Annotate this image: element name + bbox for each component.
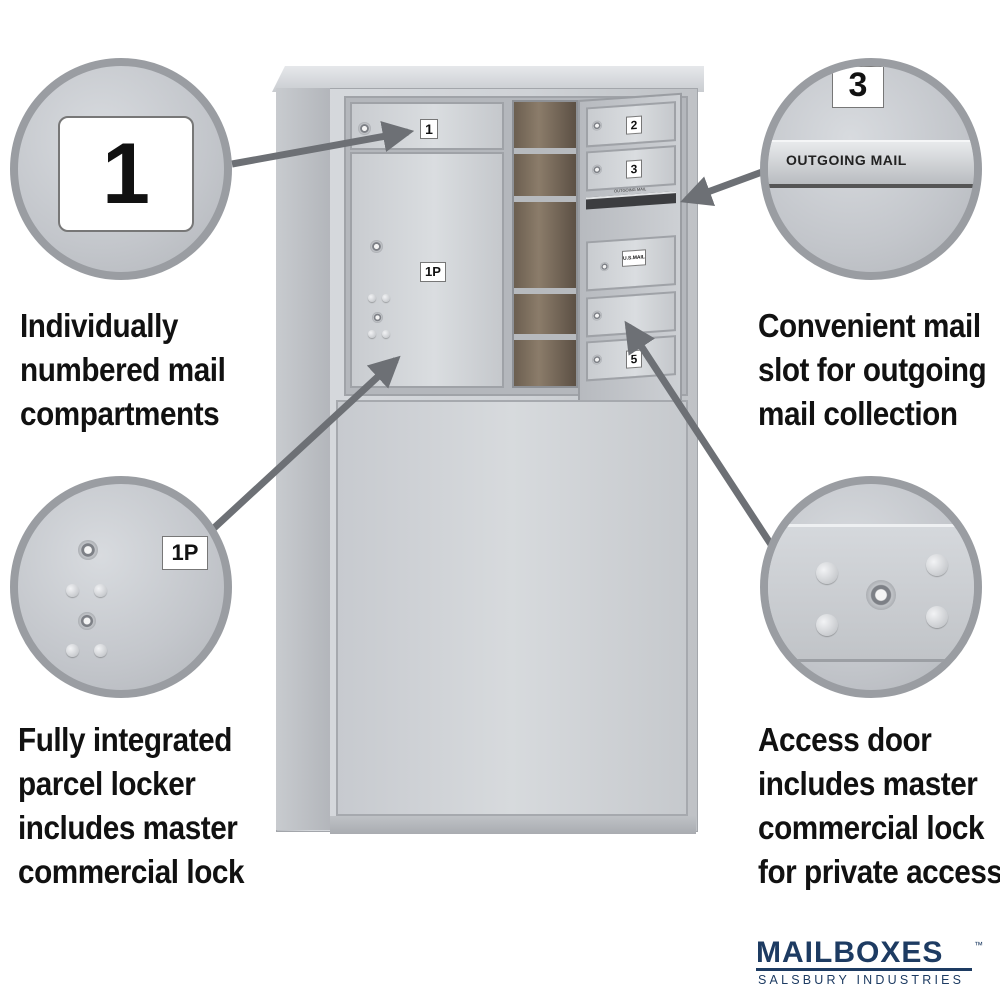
caption-line: for private access bbox=[758, 853, 1000, 890]
number-plate: 3 bbox=[832, 66, 884, 108]
rivet bbox=[94, 644, 107, 657]
number-plate: 1 bbox=[58, 116, 194, 232]
zoom-number-tag: 1 bbox=[10, 58, 232, 280]
arrow-slot bbox=[680, 168, 764, 207]
brand-name: MAILBOXES bbox=[756, 936, 944, 969]
caption-line: includes master bbox=[18, 809, 238, 846]
caption-numbered: Individually numbered mail compartments bbox=[20, 304, 226, 436]
master-lock-icon bbox=[78, 612, 96, 630]
caption-line: includes master bbox=[758, 765, 978, 802]
number-three-label: 3 bbox=[848, 66, 868, 104]
caption-slot: Convenient mail slot for outgoing mail c… bbox=[758, 304, 987, 436]
parcel-label: 1P bbox=[171, 540, 199, 565]
caption-line: Fully integrated bbox=[18, 721, 232, 758]
master-lock-icon bbox=[372, 312, 383, 323]
door-number-tag: 1 bbox=[420, 119, 438, 139]
brand-rule bbox=[756, 968, 972, 971]
caption-line: compartments bbox=[20, 395, 220, 432]
master-lock-icon bbox=[866, 580, 896, 610]
arrow-numbered bbox=[231, 121, 415, 168]
caption-access: Access door includes master commercial l… bbox=[758, 718, 1000, 894]
rivet bbox=[382, 294, 390, 302]
trademark-mark: ™ bbox=[974, 940, 983, 950]
caption-parcel: Fully integrated parcel locker includes … bbox=[18, 718, 244, 894]
arrow-parcel bbox=[211, 355, 401, 531]
shelf bbox=[514, 288, 576, 294]
cabinet-base bbox=[330, 816, 696, 834]
caption-line: commercial lock bbox=[758, 809, 985, 846]
cabinet-top bbox=[272, 66, 704, 92]
shelf bbox=[514, 196, 576, 202]
parcel-number-tag: 1P bbox=[420, 262, 446, 282]
shelf bbox=[514, 334, 576, 340]
parcel-locker-door[interactable]: 1P bbox=[350, 152, 504, 388]
door-lock-icon bbox=[358, 122, 371, 135]
caption-line: parcel locker bbox=[18, 765, 196, 802]
rivet bbox=[368, 294, 376, 302]
arrow-access bbox=[624, 320, 775, 548]
open-compartment-interior bbox=[512, 100, 578, 388]
mail-door-1[interactable]: 1 bbox=[350, 102, 504, 150]
rivet bbox=[816, 614, 838, 636]
outgoing-mail-label: OUTGOING MAIL bbox=[786, 152, 907, 168]
rivet bbox=[926, 606, 948, 628]
caption-line: mail collection bbox=[758, 395, 958, 432]
parcel-lock-icon bbox=[78, 540, 98, 560]
shelf bbox=[514, 148, 576, 154]
caption-line: numbered mail bbox=[20, 351, 226, 388]
caption-line: commercial lock bbox=[18, 853, 245, 890]
rivet bbox=[94, 584, 107, 597]
rivet bbox=[926, 554, 948, 576]
rivet bbox=[368, 330, 376, 338]
caption-line: slot for outgoing bbox=[758, 351, 987, 388]
parcel-lock-icon bbox=[370, 240, 383, 253]
zoom-access-lock bbox=[760, 476, 982, 698]
rivet bbox=[66, 644, 79, 657]
slot-strip: OUTGOING MAIL bbox=[768, 140, 974, 188]
caption-line: Convenient mail bbox=[758, 307, 981, 344]
rivet bbox=[66, 584, 79, 597]
brand-subtitle: SALSBURY INDUSTRIES bbox=[758, 973, 965, 987]
caption-line: Individually bbox=[20, 307, 178, 344]
parcel-plate: 1P bbox=[162, 536, 208, 570]
zoom-outgoing-slot: 3 OUTGOING MAIL bbox=[760, 58, 982, 280]
number-one-label: 1 bbox=[102, 126, 150, 222]
rivet bbox=[816, 562, 838, 584]
rivet bbox=[382, 330, 390, 338]
lower-cabinet-panel bbox=[336, 400, 688, 816]
zoom-parcel-lock: 1P bbox=[10, 476, 232, 698]
caption-line: Access door bbox=[758, 721, 932, 758]
